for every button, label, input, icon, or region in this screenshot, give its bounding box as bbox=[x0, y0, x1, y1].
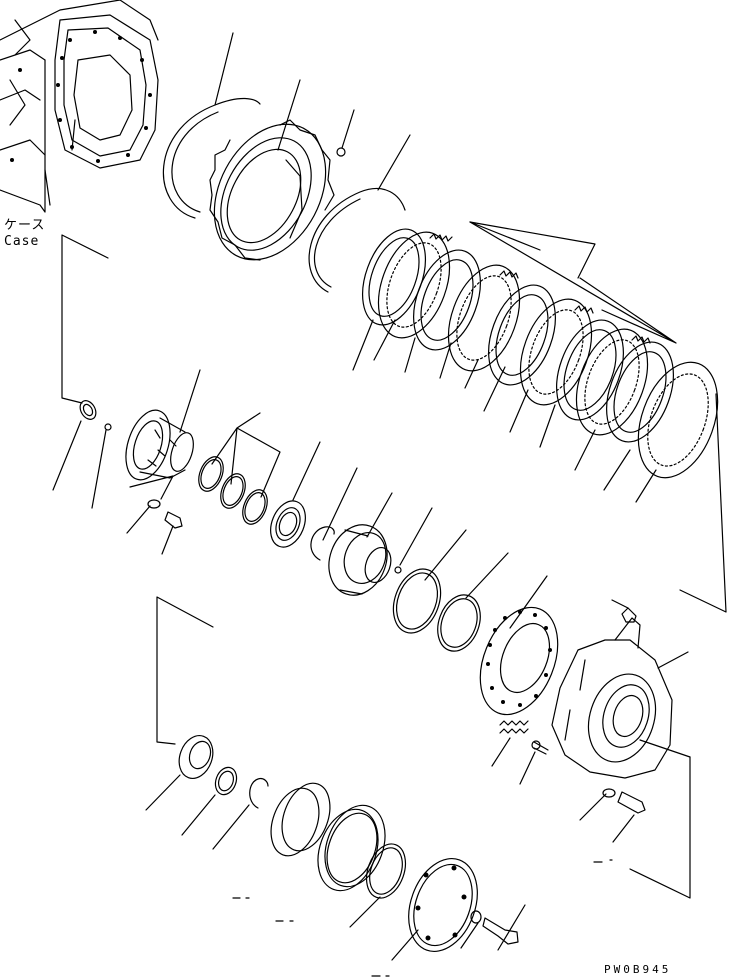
case-label-jp: ケース bbox=[4, 218, 46, 233]
perforated-plate bbox=[466, 596, 573, 726]
washer-bolt-bottom bbox=[471, 911, 518, 944]
end-cover-plate bbox=[397, 849, 490, 961]
snap-ring-upper bbox=[163, 98, 260, 218]
seal-rings bbox=[194, 453, 272, 528]
snap-ring-middle bbox=[309, 188, 405, 292]
hub-small-parts bbox=[77, 398, 182, 528]
hub-shaft bbox=[118, 405, 198, 486]
piston-carrier bbox=[319, 517, 401, 604]
bottom-sleeves bbox=[262, 777, 395, 899]
leader-lines bbox=[53, 33, 726, 976]
ring-gear-housing bbox=[192, 105, 348, 279]
washer-bolt-right bbox=[603, 789, 645, 813]
case-label-en: Case bbox=[4, 234, 40, 249]
bottom-bearing bbox=[173, 731, 268, 808]
snap-ring-small bbox=[311, 527, 334, 560]
transmission-case bbox=[0, 0, 158, 212]
bearing bbox=[264, 496, 312, 552]
cover-retainer bbox=[552, 608, 672, 778]
o-rings-pair bbox=[385, 562, 488, 657]
clutch-disc-stack bbox=[351, 220, 729, 488]
o-ring-small-top bbox=[337, 148, 345, 156]
spring-and-pin bbox=[500, 721, 548, 754]
drawing-code: PW0B945 bbox=[604, 963, 672, 976]
bottom-o-ring bbox=[360, 839, 413, 904]
